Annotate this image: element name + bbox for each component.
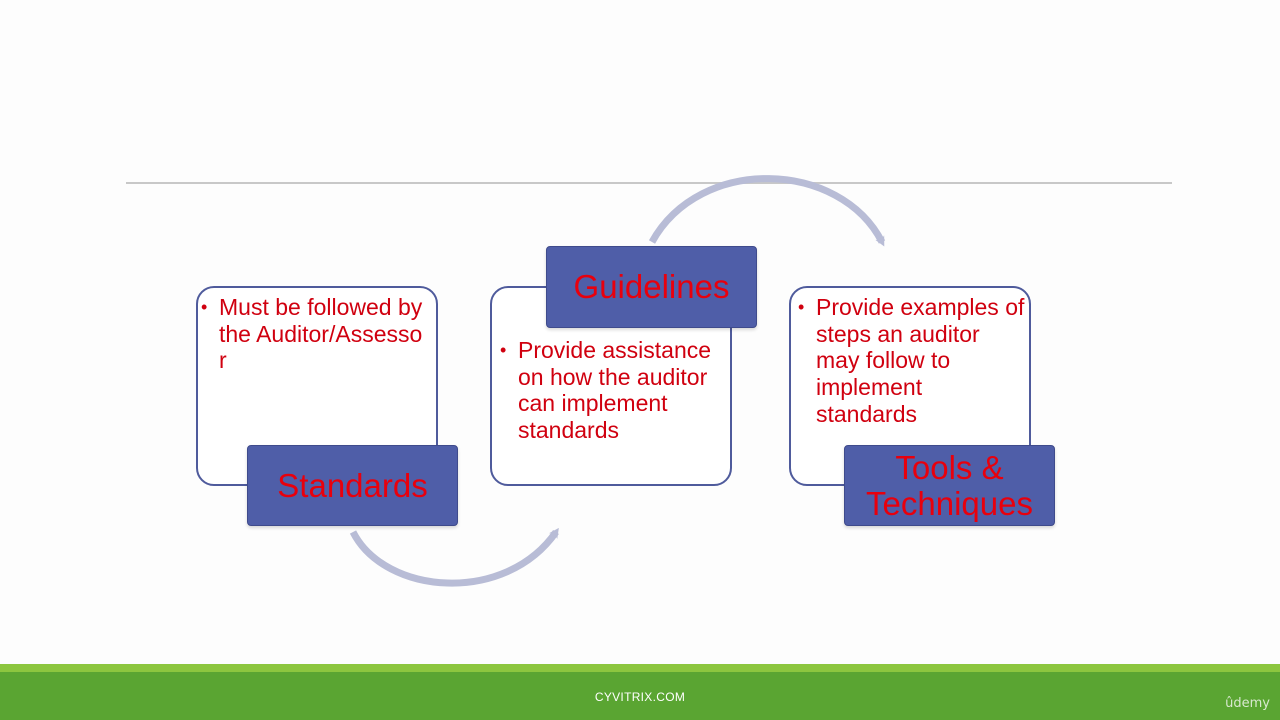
guidelines-bullet-text: Provide assistance on how the auditor ca… [518,337,712,444]
bullet-icon: • [201,297,208,317]
standards-label-box: Standards [247,445,458,526]
tools-label-line2: Techniques [866,484,1033,522]
tools-bullet: • Provide examples of steps an auditor m… [798,294,1026,428]
udemy-watermark: ûdemy [1225,696,1270,711]
footer-bar [0,672,1280,720]
standards-bullet-text: Must be followed by the Auditor/Assesso … [219,294,423,374]
tools-label-line1: Tools & [895,448,1004,486]
guidelines-label-box: Guidelines [546,246,757,328]
arrow-standards-to-guidelines [349,527,559,587]
footer-accent-stripe [0,664,1280,672]
arrow-guidelines-to-tools [648,175,886,247]
standards-label: Standards [277,466,428,504]
footer-site-text: CYVITRIX.COM [594,690,686,704]
tools-label-box: Tools & Techniques [844,445,1055,526]
standards-bullet: • Must be followed by the Auditor/Assess… [201,294,424,374]
bullet-icon: • [798,297,805,317]
guidelines-label: Guidelines [573,268,730,305]
title-divider [126,182,1172,184]
tools-bullet-text: Provide examples of steps an auditor may… [816,294,1025,427]
bullet-icon: • [500,340,507,360]
guidelines-bullet: • Provide assistance on how the auditor … [500,337,718,444]
